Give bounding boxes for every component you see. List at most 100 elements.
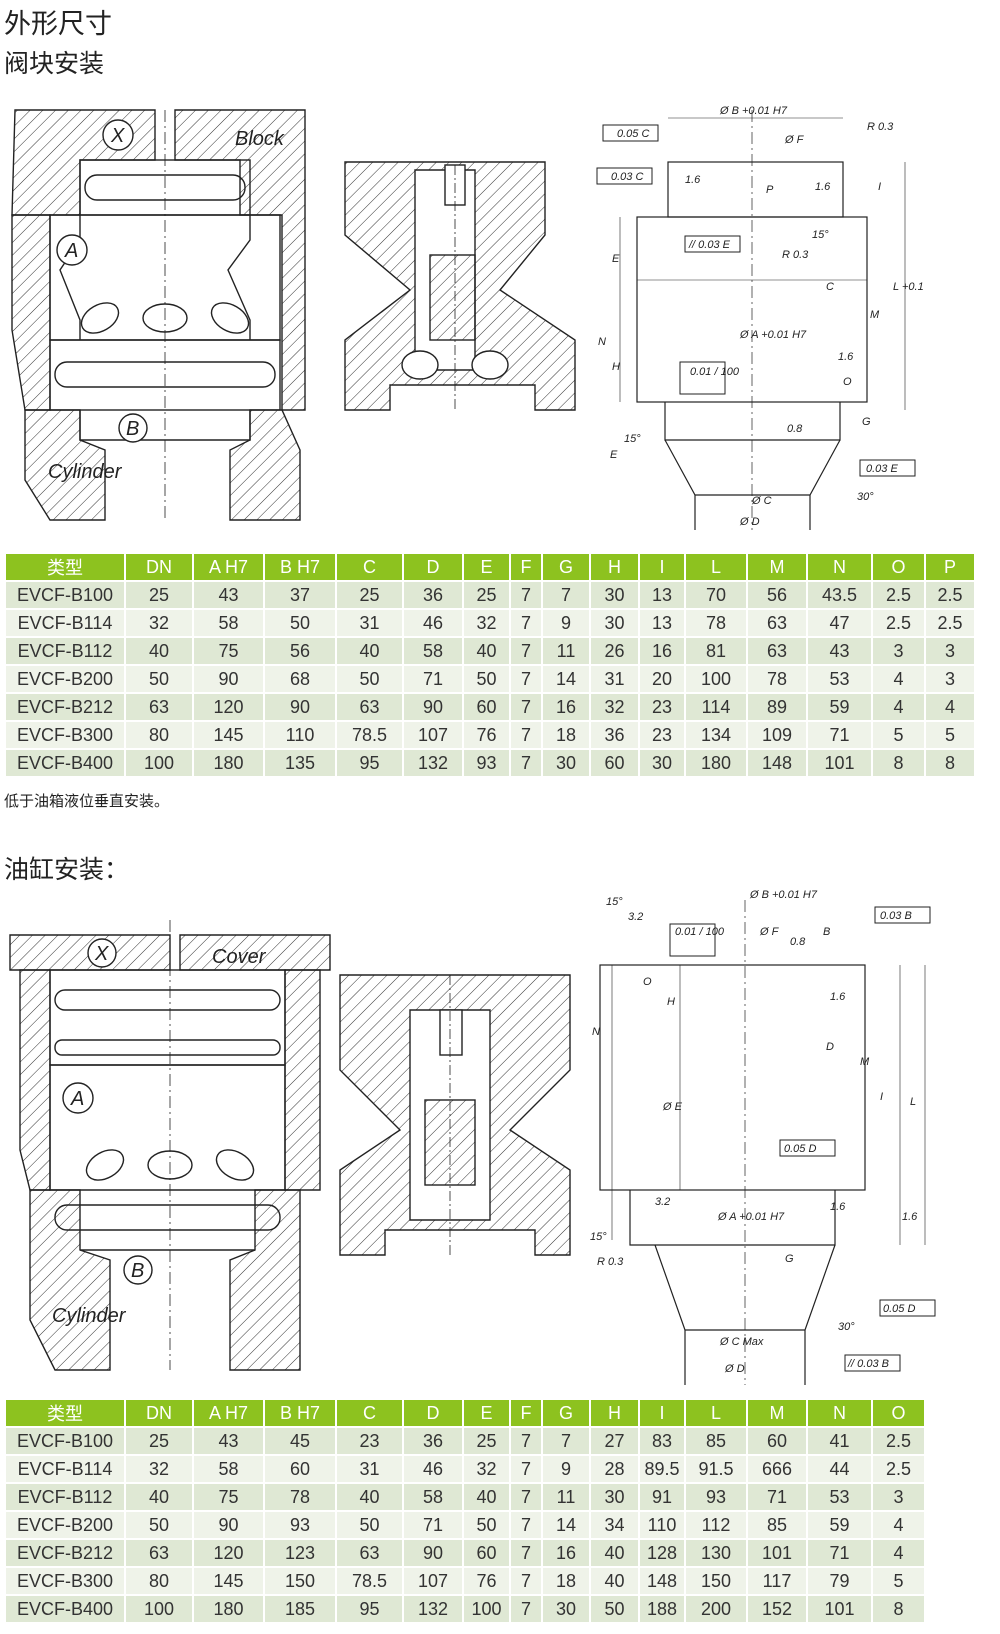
table-cell: 43 xyxy=(194,1428,263,1454)
table-cell: 100 xyxy=(126,1596,192,1622)
table-cell: 8 xyxy=(926,750,974,776)
table-cell: 180 xyxy=(686,750,746,776)
table-cell: 68 xyxy=(265,666,335,692)
column-header: H xyxy=(591,1400,638,1426)
column-header: N xyxy=(808,1400,871,1426)
column-header: E xyxy=(464,554,509,580)
table-cell: 32 xyxy=(464,1456,509,1482)
table-cell: 36 xyxy=(591,722,638,748)
dimension-label: L +0.1 xyxy=(893,281,924,293)
table-cell: 3 xyxy=(873,1484,924,1510)
table-cell: 100 xyxy=(464,1596,509,1622)
table-cell: 123 xyxy=(265,1540,335,1566)
table-cell: 50 xyxy=(265,610,335,636)
table-cell: 40 xyxy=(337,638,402,664)
table-cell: 50 xyxy=(337,666,402,692)
dimension-label: H xyxy=(667,996,675,1008)
column-header: DN xyxy=(126,1400,192,1426)
table-cell: 23 xyxy=(337,1428,402,1454)
table-cell: EVCF-B212 xyxy=(6,1540,124,1566)
dimension-label: 15° xyxy=(812,229,829,241)
table-cell: 666 xyxy=(748,1456,806,1482)
table-cell: 9 xyxy=(543,610,589,636)
dimension-label: Ø F xyxy=(784,134,805,146)
table-cell: 41 xyxy=(808,1428,871,1454)
table-cell: 46 xyxy=(404,1456,462,1482)
table-cell: 59 xyxy=(808,694,871,720)
table-cell: 14 xyxy=(543,666,589,692)
table-cell: 89 xyxy=(748,694,806,720)
column-header: 类型 xyxy=(6,554,124,580)
table-cell: 3 xyxy=(926,638,974,664)
table-cell: 90 xyxy=(265,694,335,720)
dimension-label: I xyxy=(878,181,881,193)
table-cell: 16 xyxy=(543,1540,589,1566)
table-cell: 120 xyxy=(194,694,263,720)
column-header: 类型 xyxy=(6,1400,124,1426)
table-cell: 31 xyxy=(337,610,402,636)
table-cell: 132 xyxy=(404,1596,462,1622)
dimension-label: 0.8 xyxy=(787,423,803,435)
table-cell: 114 xyxy=(686,694,746,720)
table-cell: 109 xyxy=(748,722,806,748)
table-cell: 7 xyxy=(511,722,541,748)
table-cell: 101 xyxy=(808,1596,871,1622)
table-cell: 36 xyxy=(404,1428,462,1454)
table-cell: 28 xyxy=(591,1456,638,1482)
table-cell: 63 xyxy=(337,1540,402,1566)
table-cell: 60 xyxy=(591,750,638,776)
table-cell: 7 xyxy=(511,1512,541,1538)
column-header: M xyxy=(748,554,806,580)
dimension-label: R 0.3 xyxy=(867,121,894,133)
table-cell: 93 xyxy=(686,1484,746,1510)
table-cell: 8 xyxy=(873,750,924,776)
dimension-label: 0.05 D xyxy=(883,1303,915,1315)
table-cell: 16 xyxy=(543,694,589,720)
table-cell: 7 xyxy=(511,1456,541,1482)
table-cell: EVCF-B112 xyxy=(6,638,124,664)
table-cell: EVCF-B114 xyxy=(6,610,124,636)
table-cell: 150 xyxy=(265,1568,335,1594)
table-cell: 7 xyxy=(511,1596,541,1622)
table-cell: 60 xyxy=(464,1540,509,1566)
table-cell: 30 xyxy=(543,1596,589,1622)
label-cover: Cover xyxy=(212,946,267,968)
table-cell: 110 xyxy=(265,722,335,748)
dimension-label: 1.6 xyxy=(838,351,854,363)
table-cell: 90 xyxy=(194,1512,263,1538)
table-cell: 32 xyxy=(591,694,638,720)
table-cell: 128 xyxy=(640,1540,684,1566)
table-cell: 71 xyxy=(808,1540,871,1566)
table-cell: 100 xyxy=(126,750,192,776)
table-cell: 47 xyxy=(808,610,871,636)
dimension-label: Ø C xyxy=(751,495,772,507)
table-cell: 40 xyxy=(126,1484,192,1510)
column-header: N xyxy=(808,554,871,580)
column-header: L xyxy=(686,554,746,580)
dimension-label: Ø E xyxy=(662,1101,683,1113)
install-note: 低于油箱液位垂直安装。 xyxy=(4,792,170,810)
table-cell: 89.5 xyxy=(640,1456,684,1482)
table-cell: 40 xyxy=(591,1568,638,1594)
table-cell: 78 xyxy=(265,1484,335,1510)
dimension-label: 1.6 xyxy=(685,174,701,186)
table-cell: 79 xyxy=(808,1568,871,1594)
table-cell: 36 xyxy=(404,582,462,608)
column-header: A H7 xyxy=(194,1400,263,1426)
dimension-label: Ø F xyxy=(759,926,780,938)
dimension-label: 1.6 xyxy=(815,181,831,193)
table-cell: 40 xyxy=(126,638,192,664)
column-header: F xyxy=(511,554,541,580)
table-cell: 5 xyxy=(873,722,924,748)
table-cell: 58 xyxy=(404,1484,462,1510)
table-cell: 32 xyxy=(126,1456,192,1482)
column-header: F xyxy=(511,1400,541,1426)
table-cell: 90 xyxy=(194,666,263,692)
table-cell: 30 xyxy=(591,1484,638,1510)
table-cell: 75 xyxy=(194,638,263,664)
